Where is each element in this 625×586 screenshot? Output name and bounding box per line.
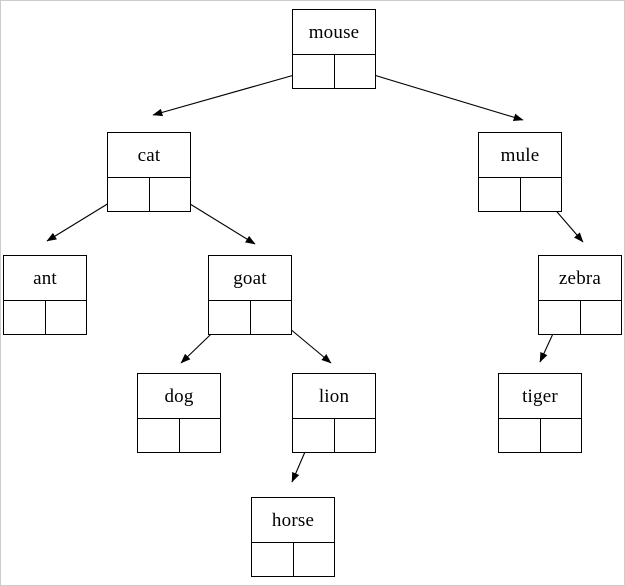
right-pointer-cell-horse[interactable] [293,543,334,576]
left-pointer-cell-zebra[interactable] [539,301,581,334]
left-pointer-cell-tiger[interactable] [499,419,541,452]
node-pointers-tiger [499,419,581,452]
node-pointers-horse [252,543,334,576]
node-pointers-goat [209,301,291,334]
right-pointer-cell-lion[interactable] [334,419,375,452]
tree-node-zebra[interactable]: zebra [538,255,622,335]
right-pointer-cell-zebra[interactable] [580,301,621,334]
tree-node-lion[interactable]: lion [292,373,376,453]
right-pointer-cell-mouse[interactable] [334,55,375,88]
right-pointer-cell-goat[interactable] [250,301,291,334]
tree-node-tiger[interactable]: tiger [498,373,582,453]
right-pointer-cell-mule[interactable] [520,178,561,211]
node-label-lion: lion [293,374,375,419]
node-pointers-zebra [539,301,621,334]
tree-node-goat[interactable]: goat [208,255,292,335]
edge-mouse-right-to-mule [353,68,524,121]
right-pointer-cell-cat[interactable] [149,178,190,211]
tree-node-mouse[interactable]: mouse [292,9,376,89]
node-label-ant: ant [4,256,86,301]
left-pointer-cell-goat[interactable] [209,301,251,334]
tree-node-ant[interactable]: ant [3,255,87,335]
tree-node-dog[interactable]: dog [137,373,221,453]
node-label-goat: goat [209,256,291,301]
left-pointer-cell-cat[interactable] [108,178,150,211]
node-label-dog: dog [138,374,220,419]
left-pointer-cell-horse[interactable] [252,543,294,576]
node-label-cat: cat [108,133,190,178]
left-pointer-cell-dog[interactable] [138,419,180,452]
tree-node-cat[interactable]: cat [107,132,191,212]
left-pointer-cell-mule[interactable] [479,178,521,211]
node-label-mouse: mouse [293,10,375,55]
node-label-horse: horse [252,498,334,543]
edge-mouse-left-to-cat [152,69,313,117]
node-pointers-ant [4,301,86,334]
tree-node-mule[interactable]: mule [478,132,562,212]
node-label-zebra: zebra [539,256,621,301]
left-pointer-cell-lion[interactable] [293,419,335,452]
node-pointers-lion [293,419,375,452]
tree-node-horse[interactable]: horse [251,497,335,577]
node-pointers-mouse [293,55,375,88]
left-pointer-cell-mouse[interactable] [293,55,335,88]
left-pointer-cell-ant[interactable] [4,301,46,334]
node-label-mule: mule [479,133,561,178]
right-pointer-cell-tiger[interactable] [540,419,581,452]
right-pointer-cell-ant[interactable] [45,301,86,334]
node-pointers-cat [108,178,190,211]
right-pointer-cell-dog[interactable] [179,419,220,452]
node-pointers-dog [138,419,220,452]
node-label-tiger: tiger [499,374,581,419]
node-pointers-mule [479,178,561,211]
